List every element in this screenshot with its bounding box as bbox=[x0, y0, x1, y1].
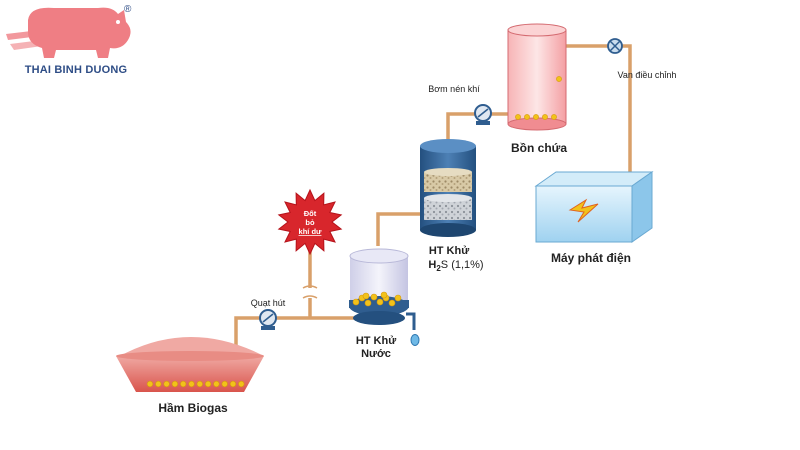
h2s-h: H bbox=[428, 259, 436, 271]
gas-bubble bbox=[388, 299, 396, 307]
gas-bubble bbox=[221, 380, 228, 388]
gas-bubble bbox=[146, 380, 154, 388]
h2s-removal-label-line1: HT Khử bbox=[429, 245, 469, 257]
pipe-break-lines bbox=[302, 285, 318, 299]
gas-bubble bbox=[394, 294, 402, 302]
gas-bubble bbox=[364, 299, 372, 307]
gas-bubble bbox=[352, 298, 360, 306]
h2s-removal-vessel bbox=[420, 139, 476, 237]
gas-bubble bbox=[196, 380, 203, 388]
registered-mark: ® bbox=[124, 4, 132, 15]
gas-bubble bbox=[362, 292, 370, 300]
fan-label: Quạt hút bbox=[251, 298, 286, 308]
compressor-pump-icon bbox=[474, 104, 492, 125]
gas-bubble bbox=[376, 298, 384, 306]
gas-bubble bbox=[380, 291, 388, 299]
gas-bubble bbox=[515, 114, 521, 120]
generator-label: Máy phát điện bbox=[551, 251, 631, 265]
h2s-subscript: 2 bbox=[436, 264, 441, 273]
flare-label-line3: khí dư bbox=[299, 227, 323, 236]
water-removal-label-line1: HT Khử bbox=[356, 335, 396, 347]
gas-bubble bbox=[556, 76, 562, 82]
logo-pig-icon bbox=[6, 7, 131, 59]
biogas-pit-label: Hầm Biogas bbox=[158, 401, 228, 415]
gas-bubble bbox=[205, 380, 212, 388]
storage-tank-bubbles bbox=[515, 76, 562, 120]
flare-label-line2: bỏ bbox=[305, 218, 315, 227]
water-removal-label-line2: Nước bbox=[361, 348, 391, 360]
water-vessel-bubbles bbox=[352, 291, 402, 307]
storage-tank bbox=[507, 23, 567, 131]
gas-bubble bbox=[163, 380, 170, 388]
control-valve-icon bbox=[607, 38, 623, 54]
gas-bubble bbox=[551, 114, 557, 120]
gas-bubble bbox=[370, 293, 378, 301]
biogas-pit bbox=[116, 337, 264, 392]
flare-starburst-icon bbox=[277, 188, 343, 256]
gas-bubble bbox=[155, 380, 162, 388]
fan-icon bbox=[259, 309, 277, 330]
flare-label-line1: Đốt bbox=[304, 209, 317, 218]
gas-bubble bbox=[171, 380, 178, 388]
water-removal-vessel bbox=[349, 248, 409, 325]
gas-bubble bbox=[542, 114, 548, 120]
storage-tank-label: Bồn chứa bbox=[511, 141, 567, 155]
gas-bubble bbox=[213, 380, 220, 388]
gas-bubble bbox=[533, 114, 539, 120]
gas-bubble bbox=[524, 114, 530, 120]
control-valve-label: Van điều chỉnh bbox=[618, 70, 677, 80]
gas-bubble bbox=[238, 380, 245, 388]
pipe-break bbox=[303, 288, 317, 298]
lightning-bolt-icon bbox=[568, 198, 599, 223]
gas-bubble bbox=[229, 380, 237, 388]
biogas-pit-bubbles bbox=[146, 380, 245, 388]
brand-name: THAI BINH DUONG bbox=[24, 64, 128, 76]
h2s-removal-label-line2: H2S (1,1%) bbox=[428, 259, 483, 273]
gas-bubble bbox=[188, 380, 195, 388]
compressor-label: Bơm nén khí bbox=[428, 84, 480, 94]
water-drop-icon bbox=[410, 334, 420, 346]
gas-bubble bbox=[180, 380, 187, 388]
h2s-rest: S (1,1%) bbox=[441, 259, 484, 271]
water-drain-pipe bbox=[406, 312, 416, 330]
